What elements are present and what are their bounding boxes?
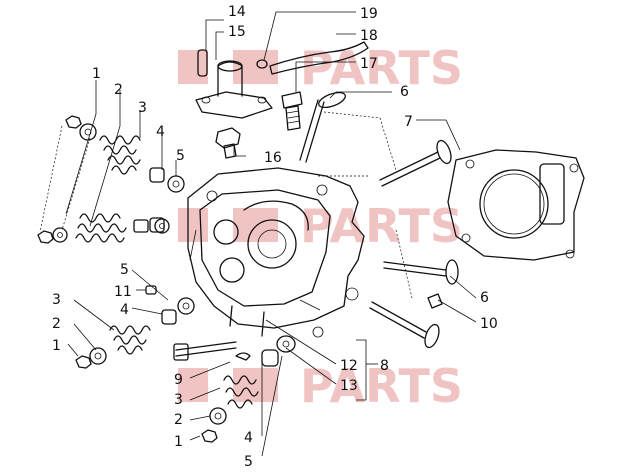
callout-5-mid: 5: [120, 262, 129, 278]
callout-13: 13: [340, 378, 358, 394]
callout-16: 16: [264, 150, 282, 166]
callout-4-top: 4: [156, 124, 165, 140]
callout-8: 8: [380, 358, 389, 374]
callout-3-bottom: 3: [174, 392, 183, 408]
watermark-middle: PARTS: [178, 199, 463, 253]
callout-3-mid: 3: [52, 292, 61, 308]
assembly-axis-lines: [39, 111, 413, 299]
callout-11: 11: [114, 284, 132, 300]
svg-text:PARTS: PARTS: [300, 41, 463, 95]
svg-text:PARTS: PARTS: [300, 359, 463, 413]
callout-18: 18: [360, 28, 378, 44]
callout-5-top: 5: [176, 148, 185, 164]
callout-10: 10: [480, 316, 498, 332]
callout-15: 15: [228, 24, 246, 40]
svg-text:PARTS: PARTS: [300, 199, 463, 253]
callout-14: 14: [228, 4, 246, 20]
callout-3-top: 3: [138, 100, 147, 116]
part-10: [427, 293, 443, 309]
callout-5-bottom: 5: [244, 454, 253, 470]
callout-2-mid: 2: [52, 316, 61, 332]
callout-1-mid: 1: [52, 338, 61, 354]
valves: [299, 91, 459, 349]
callout-2-bottom: 2: [174, 412, 183, 428]
callout-labels: 14 15 19 18 17 6 7 16 1 2 3 4 5 5 11 4 3…: [52, 4, 498, 470]
callout-4-bottom: 4: [244, 430, 253, 446]
spring-upper: [99, 135, 141, 175]
callout-6-top: 6: [400, 84, 409, 100]
left-upper-valve-set: [37, 115, 185, 244]
watermark-bottom: PARTS: [178, 359, 463, 413]
callout-4-mid: 4: [120, 302, 129, 318]
head-gasket: [447, 149, 585, 261]
watermark-group: PARTS PARTS PARTS: [178, 41, 463, 413]
callout-12: 12: [340, 358, 358, 374]
left-lower-valve-set: [75, 285, 195, 369]
callout-6-bottom: 6: [480, 290, 489, 306]
callout-2-top: 2: [114, 82, 123, 98]
callout-1-bottom: 1: [174, 434, 183, 450]
callout-1-top: 1: [92, 66, 101, 82]
leader-lines: [65, 11, 477, 457]
watermark-top: PARTS: [178, 41, 463, 95]
callout-17: 17: [360, 56, 378, 72]
callout-9: 9: [174, 372, 183, 388]
callout-19: 19: [360, 6, 378, 22]
spring-lower: [75, 213, 127, 243]
thermostat-housing-group: [195, 41, 369, 159]
cylinder-head: [187, 167, 365, 338]
callout-7: 7: [404, 114, 413, 130]
